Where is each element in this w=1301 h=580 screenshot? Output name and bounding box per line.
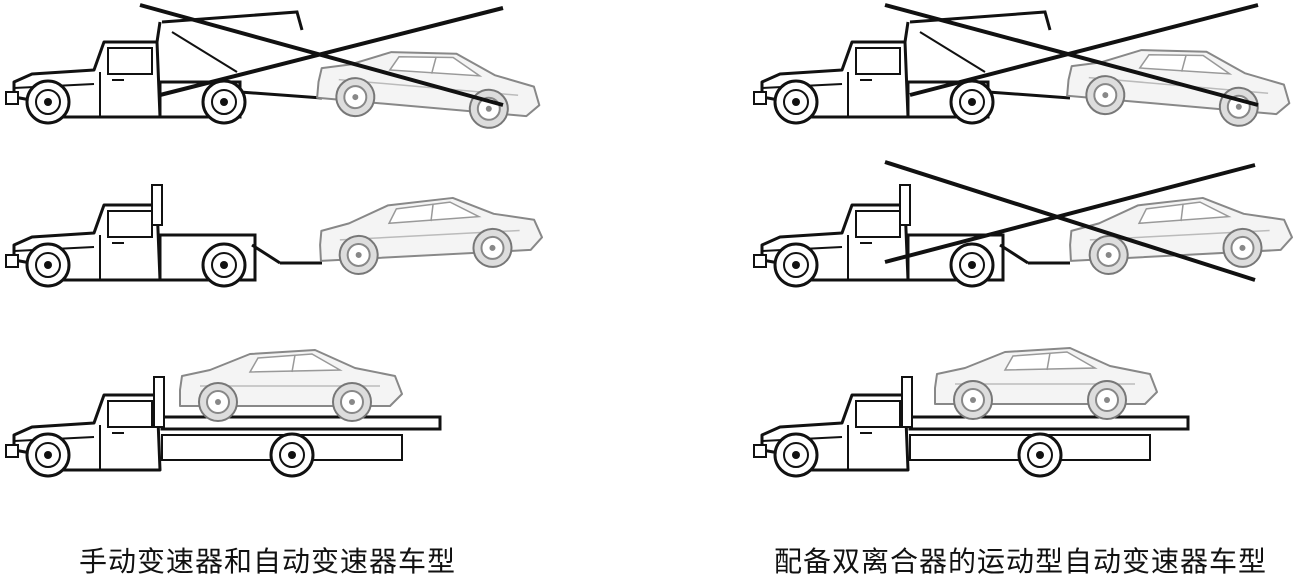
left-row2-illustration <box>4 184 544 288</box>
caption-left: 手动变速器和自动变速器车型 <box>78 545 456 578</box>
right-row3-illustration <box>752 347 1190 478</box>
right-row2-prohibited-x <box>884 160 1256 282</box>
caption-right: 配备双离合器的运动型自动变速器车型 <box>773 545 1267 578</box>
right-row2-illustration <box>752 184 1294 288</box>
left-row3-illustration <box>4 349 442 478</box>
right-row1-illustration <box>752 10 1295 129</box>
left-row1-illustration <box>4 10 545 131</box>
right-row1-prohibited-x <box>884 3 1259 107</box>
left-row1-prohibited-x <box>139 3 504 107</box>
